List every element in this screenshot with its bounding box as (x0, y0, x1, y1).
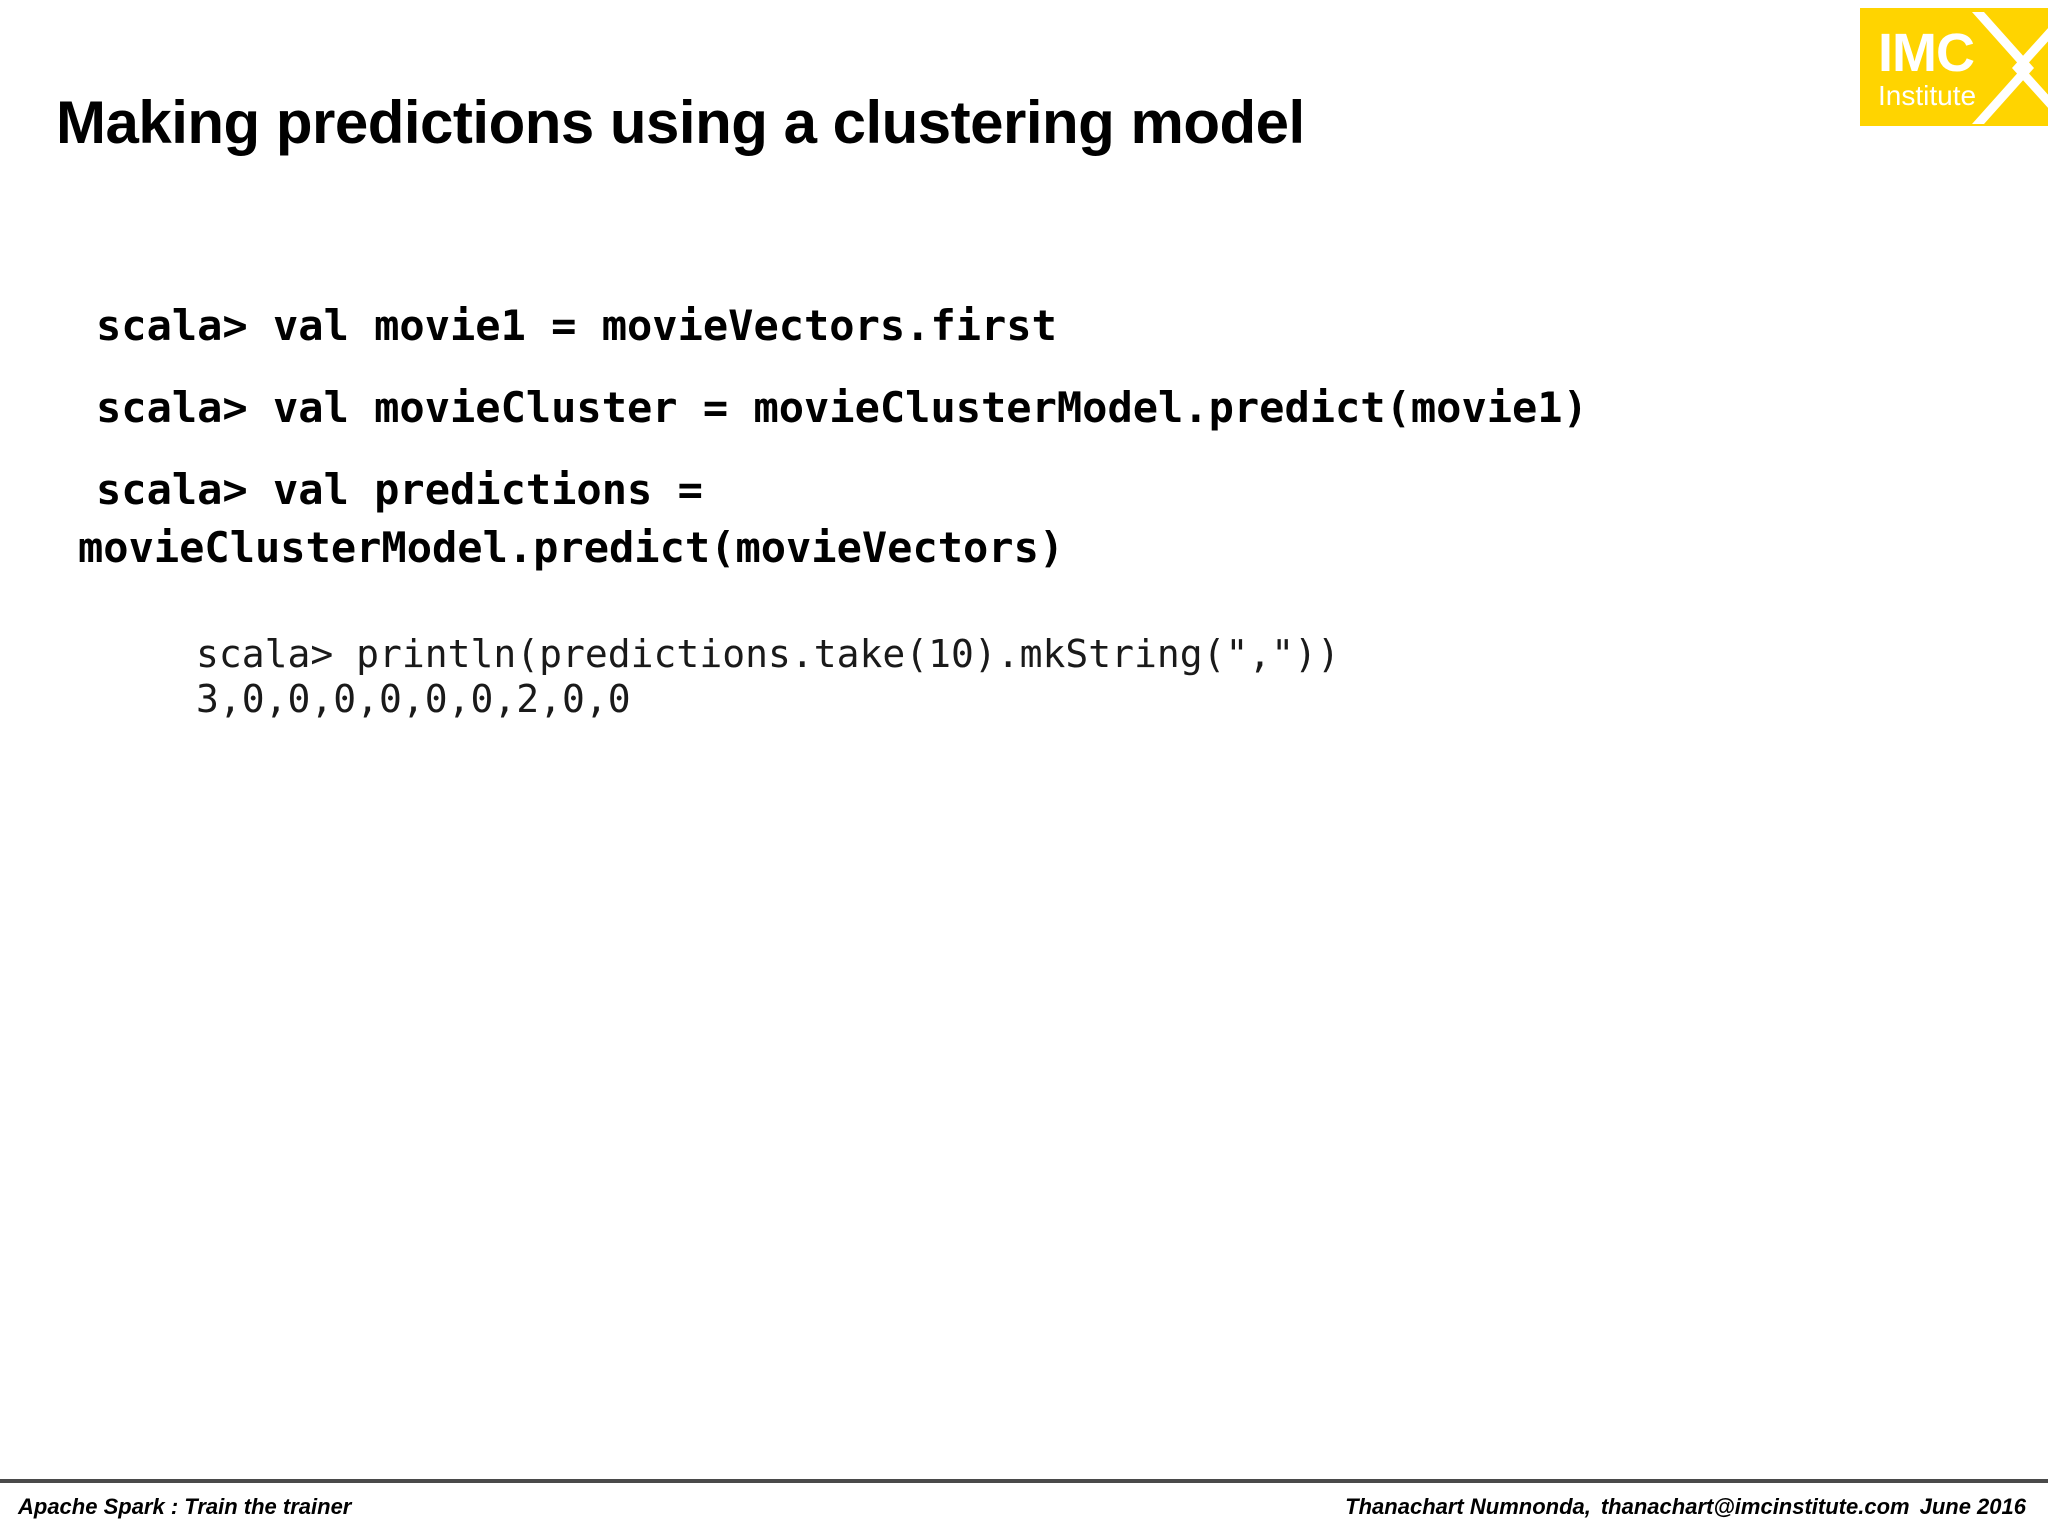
footer-credits: Thanachart Numnonda, thanachart@imcinstit… (1345, 1494, 2026, 1520)
code-line: scala> val movieCluster = movieClusterMo… (96, 383, 1588, 432)
code-line-continuation: movieClusterModel.predict(movieVectors) (78, 523, 1065, 572)
terminal-output-block: scala> println(predictions.take(10).mkSt… (196, 632, 1340, 722)
scala-code-block: scala> val movie1 = movieVectors.first s… (78, 301, 1996, 609)
logo-secondary-text: Institute (1878, 80, 1977, 111)
code-line: scala> val predictions = (96, 465, 703, 514)
footer-course-title: Apache Spark : Train the trainer (18, 1494, 352, 1519)
imc-institute-logo: IMC Institute (1860, 8, 2048, 126)
terminal-command-line: scala> println(predictions.take(10).mkSt… (196, 632, 1340, 676)
terminal-output-line: 3,0,0,0,0,0,0,2,0,0 (196, 676, 631, 721)
logo-primary-text: IMC (1878, 23, 1975, 83)
footer-author: Thanachart Numnonda, (1345, 1494, 1591, 1519)
chevron-icon (1972, 12, 2048, 124)
footer-divider (0, 1479, 2048, 1483)
footer-email: thanachart@imcinstitute.com (1600, 1494, 1910, 1519)
footer-date: June 2016 (1919, 1494, 2026, 1519)
page-title: Making predictions using a clustering mo… (56, 89, 1305, 157)
logo-wordmark: IMC Institute (1878, 26, 1976, 110)
code-line: scala> val movie1 = movieVectors.first (96, 301, 1057, 350)
